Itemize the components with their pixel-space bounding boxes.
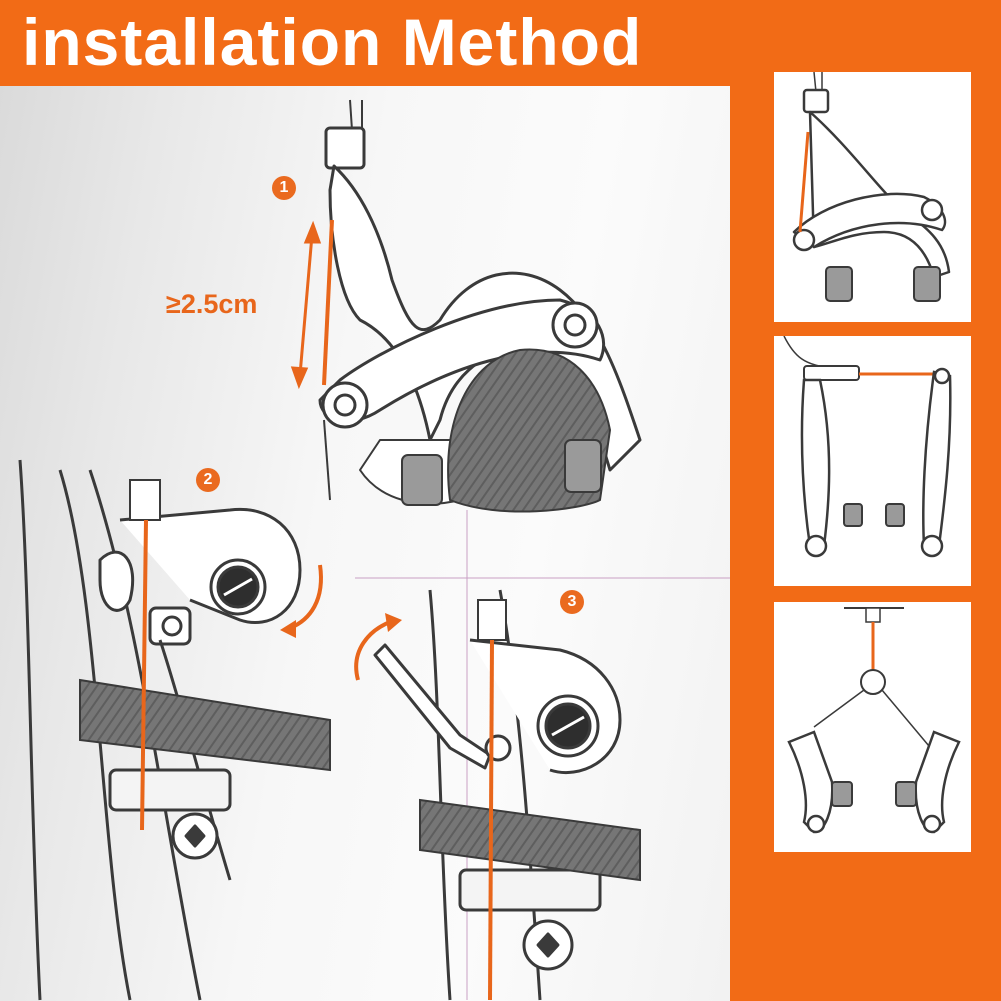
title-banner: installation Method [0, 0, 738, 86]
brake-cable-3 [488, 639, 494, 1001]
step-3-badge: 3 [560, 590, 584, 614]
step2-drawing [18, 459, 302, 1001]
measure-arrow [290, 220, 322, 390]
rotate-arrow-3 [354, 620, 391, 681]
min-length-value: 2.5cm [180, 289, 258, 319]
caliper-brake-thumbnail [774, 72, 971, 322]
brake-cable [322, 219, 334, 386]
v-brake-thumbnail [774, 336, 971, 586]
cantilever-brake-thumbnail [774, 602, 971, 852]
step-2-badge: 2 [196, 468, 220, 492]
brake-pad [401, 439, 602, 506]
tire-section-2 [79, 678, 331, 772]
step3-drawing [373, 589, 622, 1001]
brake-cable-2 [140, 519, 148, 831]
page-title: installation Method [22, 5, 643, 79]
tire-section-3 [419, 798, 641, 882]
installation-diagram [18, 99, 730, 1001]
step-1-badge: 1 [272, 176, 296, 200]
min-length-label: ≥2.5cm [166, 288, 257, 320]
min-length-symbol: ≥ [166, 289, 181, 319]
